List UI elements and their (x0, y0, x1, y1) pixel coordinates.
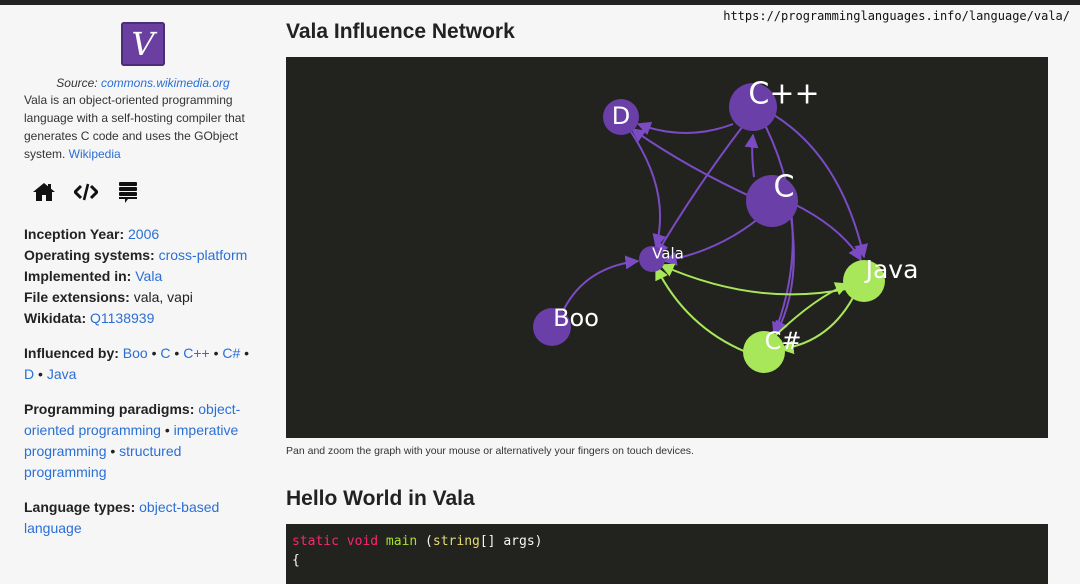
code-function: main (385, 534, 418, 549)
node-d (603, 99, 639, 135)
page-url: https://programminglanguages.info/langua… (723, 9, 1070, 23)
language-types: Language types: object-based language (24, 499, 220, 536)
node-java (843, 260, 885, 302)
node-cpp (729, 83, 777, 131)
facts-list: Inception Year: 2006 Operating systems: … (24, 224, 262, 329)
fact-implemented: Implemented in: Vala (24, 268, 163, 284)
source-label: Source: (56, 76, 101, 90)
extensions-value: vala, vapi (133, 289, 193, 305)
wikipedia-link[interactable]: Wikipedia (68, 147, 121, 161)
influenced-link-java[interactable]: Java (46, 366, 77, 382)
graph-nodes (533, 83, 885, 373)
edge-csharp-java (775, 282, 850, 336)
influenced-link-c[interactable]: C (160, 345, 171, 361)
code-paren: ( (417, 534, 433, 549)
influence-graph-svg[interactable]: D C++ C Vala Java Boo C# (286, 57, 1048, 438)
edge-cpp-java (773, 114, 868, 259)
paradigm-link-structured[interactable]: structured programming (24, 443, 182, 480)
fact-os: Operating systems: cross-platform (24, 247, 248, 263)
edge-java-vala (659, 263, 847, 296)
edge-c-cpp (744, 133, 759, 178)
link-icons (32, 178, 262, 206)
edge-c-csharp (775, 216, 795, 336)
os-link[interactable]: cross-platform (158, 247, 248, 263)
influence-graph[interactable]: D C++ C Vala Java Boo C# (286, 57, 1048, 438)
code-block[interactable]: static void main (string[] args) { (286, 524, 1048, 584)
home-icon[interactable] (32, 180, 56, 204)
top-bar (0, 0, 1080, 5)
node-c (746, 175, 798, 227)
code-brace: { (292, 553, 300, 568)
code-type: string (432, 534, 480, 549)
node-csharp (743, 331, 785, 373)
edge-cpp-csharp (763, 122, 794, 337)
edge-java-csharp (779, 291, 857, 355)
edge-d-vala (630, 131, 667, 249)
label-boo: Boo (553, 304, 599, 332)
edge-cpp-d (636, 121, 734, 135)
edge-c-vala (662, 218, 759, 266)
paradigm-link-oop[interactable]: object-oriented programming (24, 401, 241, 438)
influenced-link-csharp[interactable]: C# (222, 345, 241, 361)
fact-inception: Inception Year: 2006 (24, 226, 160, 242)
label-cpp: C++ (748, 77, 819, 112)
hello-world-title: Hello World in Vala (286, 487, 475, 510)
inception-year-link[interactable]: 2006 (128, 226, 160, 242)
label-d: D (612, 102, 630, 130)
paradigm-link-imperative[interactable]: imperative programming (24, 422, 239, 459)
code-icon[interactable] (72, 180, 100, 204)
node-boo (533, 308, 571, 346)
graph-caption: Pan and zoom the graph with your mouse o… (286, 445, 694, 457)
wikidata-link[interactable]: Q1138939 (90, 310, 155, 326)
edge-c-d (630, 128, 757, 200)
fact-wikidata: Wikidata: Q1138939 (24, 310, 155, 326)
influenced-link-d[interactable]: D (24, 366, 35, 382)
code-keyword: static void (292, 534, 379, 549)
node-vala (639, 246, 665, 272)
logo-source: Source: commons.wikimedia.org (24, 75, 262, 91)
description-text: Vala is an object-oriented programming l… (24, 93, 245, 161)
graph-labels: D C++ C Vala Java Boo C# (553, 77, 918, 356)
green-edges (655, 263, 857, 355)
influenced-link-cpp[interactable]: C++ (183, 345, 210, 361)
fact-extensions: File extensions: vala, vapi (24, 289, 193, 305)
stack-icon[interactable] (116, 180, 140, 204)
influenced-by: Influenced by: Boo • C • C++ • C# • D • … (24, 345, 250, 382)
label-vala: Vala (652, 245, 684, 263)
influenced-link-boo[interactable]: Boo (122, 345, 148, 361)
graph-title: Vala Influence Network (286, 20, 515, 43)
implemented-link[interactable]: Vala (135, 268, 163, 284)
language-description: Vala is an object-oriented programming l… (24, 91, 262, 163)
label-java: Java (864, 255, 919, 284)
purple-edges (563, 114, 868, 337)
code-args: [] args) (479, 534, 543, 549)
edge-boo-vala (563, 255, 640, 310)
source-link[interactable]: commons.wikimedia.org (100, 76, 230, 90)
sidebar: V Source: commons.wikimedia.org Vala is … (24, 22, 262, 539)
vala-logo: V (121, 22, 165, 66)
programming-paradigms: Programming paradigms: object-oriented p… (24, 401, 241, 480)
label-c: C (774, 170, 795, 205)
label-csharp: C# (765, 327, 802, 355)
edge-csharp-vala (655, 265, 747, 353)
type-link-object-based[interactable]: object-based language (24, 499, 220, 536)
